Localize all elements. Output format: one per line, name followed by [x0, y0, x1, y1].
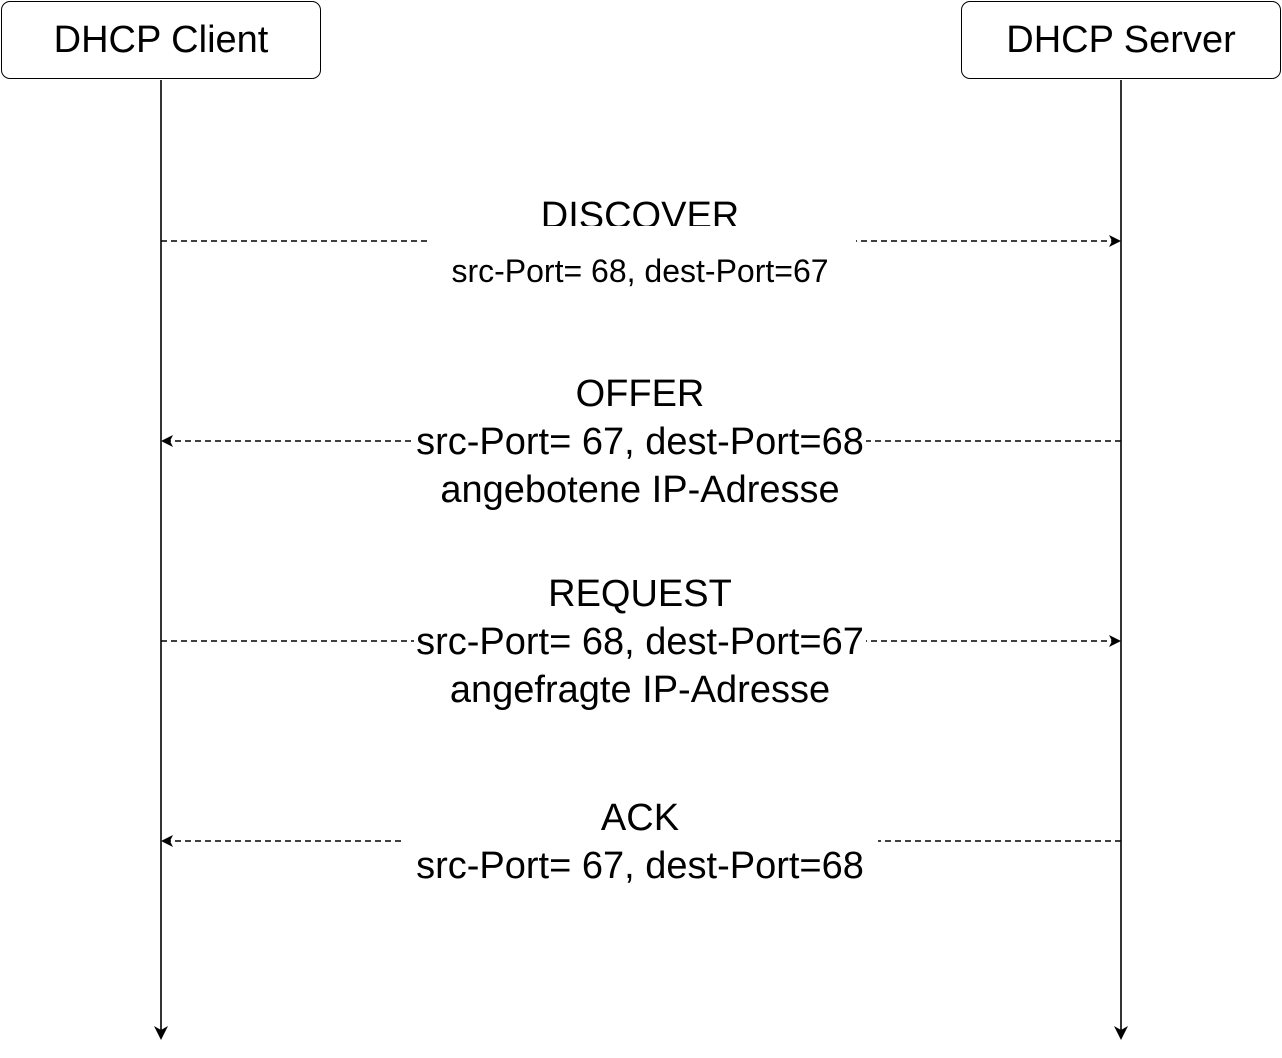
offer-ports: src-Port= 67, dest-Port=68 — [414, 418, 866, 466]
discover-label: DISCOVER src-Port= 68, dest-Port=67 — [340, 193, 940, 293]
request-ports: src-Port= 68, dest-Port=67 — [414, 618, 866, 666]
dhcp-server-label: DHCP Server — [1006, 18, 1236, 61]
discover-ports: src-Port= 68, dest-Port=67 — [449, 249, 831, 293]
request-ip-note: angefragte IP-Adresse — [447, 666, 833, 714]
request-title: REQUEST — [546, 570, 734, 618]
offer-title: OFFER — [573, 370, 707, 418]
ack-ports: src-Port= 67, dest-Port=68 — [414, 842, 866, 890]
discover-label-backdrop — [430, 226, 856, 256]
dhcp-server-box: DHCP Server — [961, 1, 1281, 79]
request-label: REQUEST src-Port= 68, dest-Port=67 angef… — [340, 570, 940, 714]
offer-ip-note: angebotene IP-Adresse — [438, 466, 842, 514]
server-lifeline-arrowhead — [1114, 1026, 1128, 1040]
dhcp-client-box: DHCP Client — [1, 1, 321, 79]
ack-title: ACK — [598, 794, 682, 842]
offer-label: OFFER src-Port= 67, dest-Port=68 angebot… — [340, 370, 940, 514]
dhcp-client-label: DHCP Client — [53, 18, 269, 61]
ack-label: ACK src-Port= 67, dest-Port=68 — [340, 794, 940, 890]
client-lifeline-arrowhead — [154, 1026, 168, 1040]
